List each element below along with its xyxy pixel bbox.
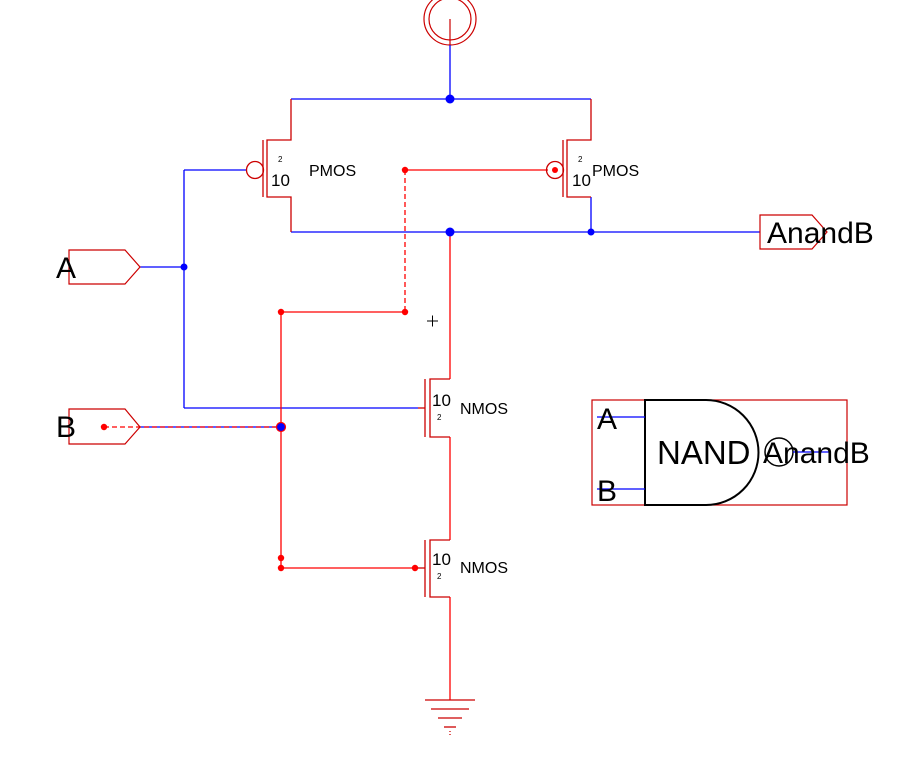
nmos-top-type: NMOS [460,401,508,418]
input-pin-a[interactable]: A [56,249,141,285]
nand-pin-a: A [597,403,617,436]
pmos-right-gate-dot [552,167,558,173]
output-pin-label: AnandB [767,217,874,250]
junction-vdd [445,94,455,104]
junction-b [275,421,287,433]
nmos-bottom-length: 2 [437,572,442,581]
junction-a [180,263,188,271]
pmos-left-length: 2 [278,155,283,164]
nand-pin-b: B [597,475,617,508]
wire-b-net[interactable] [104,169,548,569]
input-pin-b-label: B [56,411,76,444]
input-b-dot [100,423,108,431]
junction-dots [100,94,595,572]
junction-b-top [401,166,409,174]
pmos-left-type: PMOS [309,163,356,180]
nmos-top[interactable] [418,378,450,438]
junction-b-low [277,554,285,562]
nmos-top-length: 2 [437,413,442,422]
nmos-bottom-type: NMOS [460,560,508,577]
output-pin-anandb[interactable]: AnandB [759,214,874,250]
junction-output-right [587,228,595,236]
nand-pin-out: AnandB [763,437,870,470]
pmos-left-width: 10 [271,171,290,190]
pmos-right-width: 10 [572,171,591,190]
junction-output-center [445,227,455,237]
input-pin-a-label: A [56,252,76,285]
wire-output-net[interactable] [291,197,760,233]
pmos-left[interactable] [245,99,292,232]
nmos-bottom-width: 10 [432,550,451,569]
wire-vdd-net[interactable] [291,45,591,100]
ground-icon[interactable] [425,699,475,735]
nand-name: NAND [657,434,751,471]
pmos-right-type: PMOS [592,163,639,180]
junction-b-bottom [277,564,285,572]
junction-nmos-bottom-gate [411,564,419,572]
nand-symbol-icon[interactable]: NAND A B AnandB [591,399,870,508]
crosshair-cursor-icon [427,315,438,327]
input-pin-b[interactable]: B [56,408,141,445]
junction-b-mid-left [277,308,285,316]
pmos-right[interactable] [545,99,592,198]
nmos-top-width: 10 [432,391,451,410]
wire-a-net[interactable] [140,169,418,409]
pmos-right-length: 2 [578,155,583,164]
vdd-supply-icon[interactable] [423,0,477,46]
junction-b-mid-right [401,308,409,316]
